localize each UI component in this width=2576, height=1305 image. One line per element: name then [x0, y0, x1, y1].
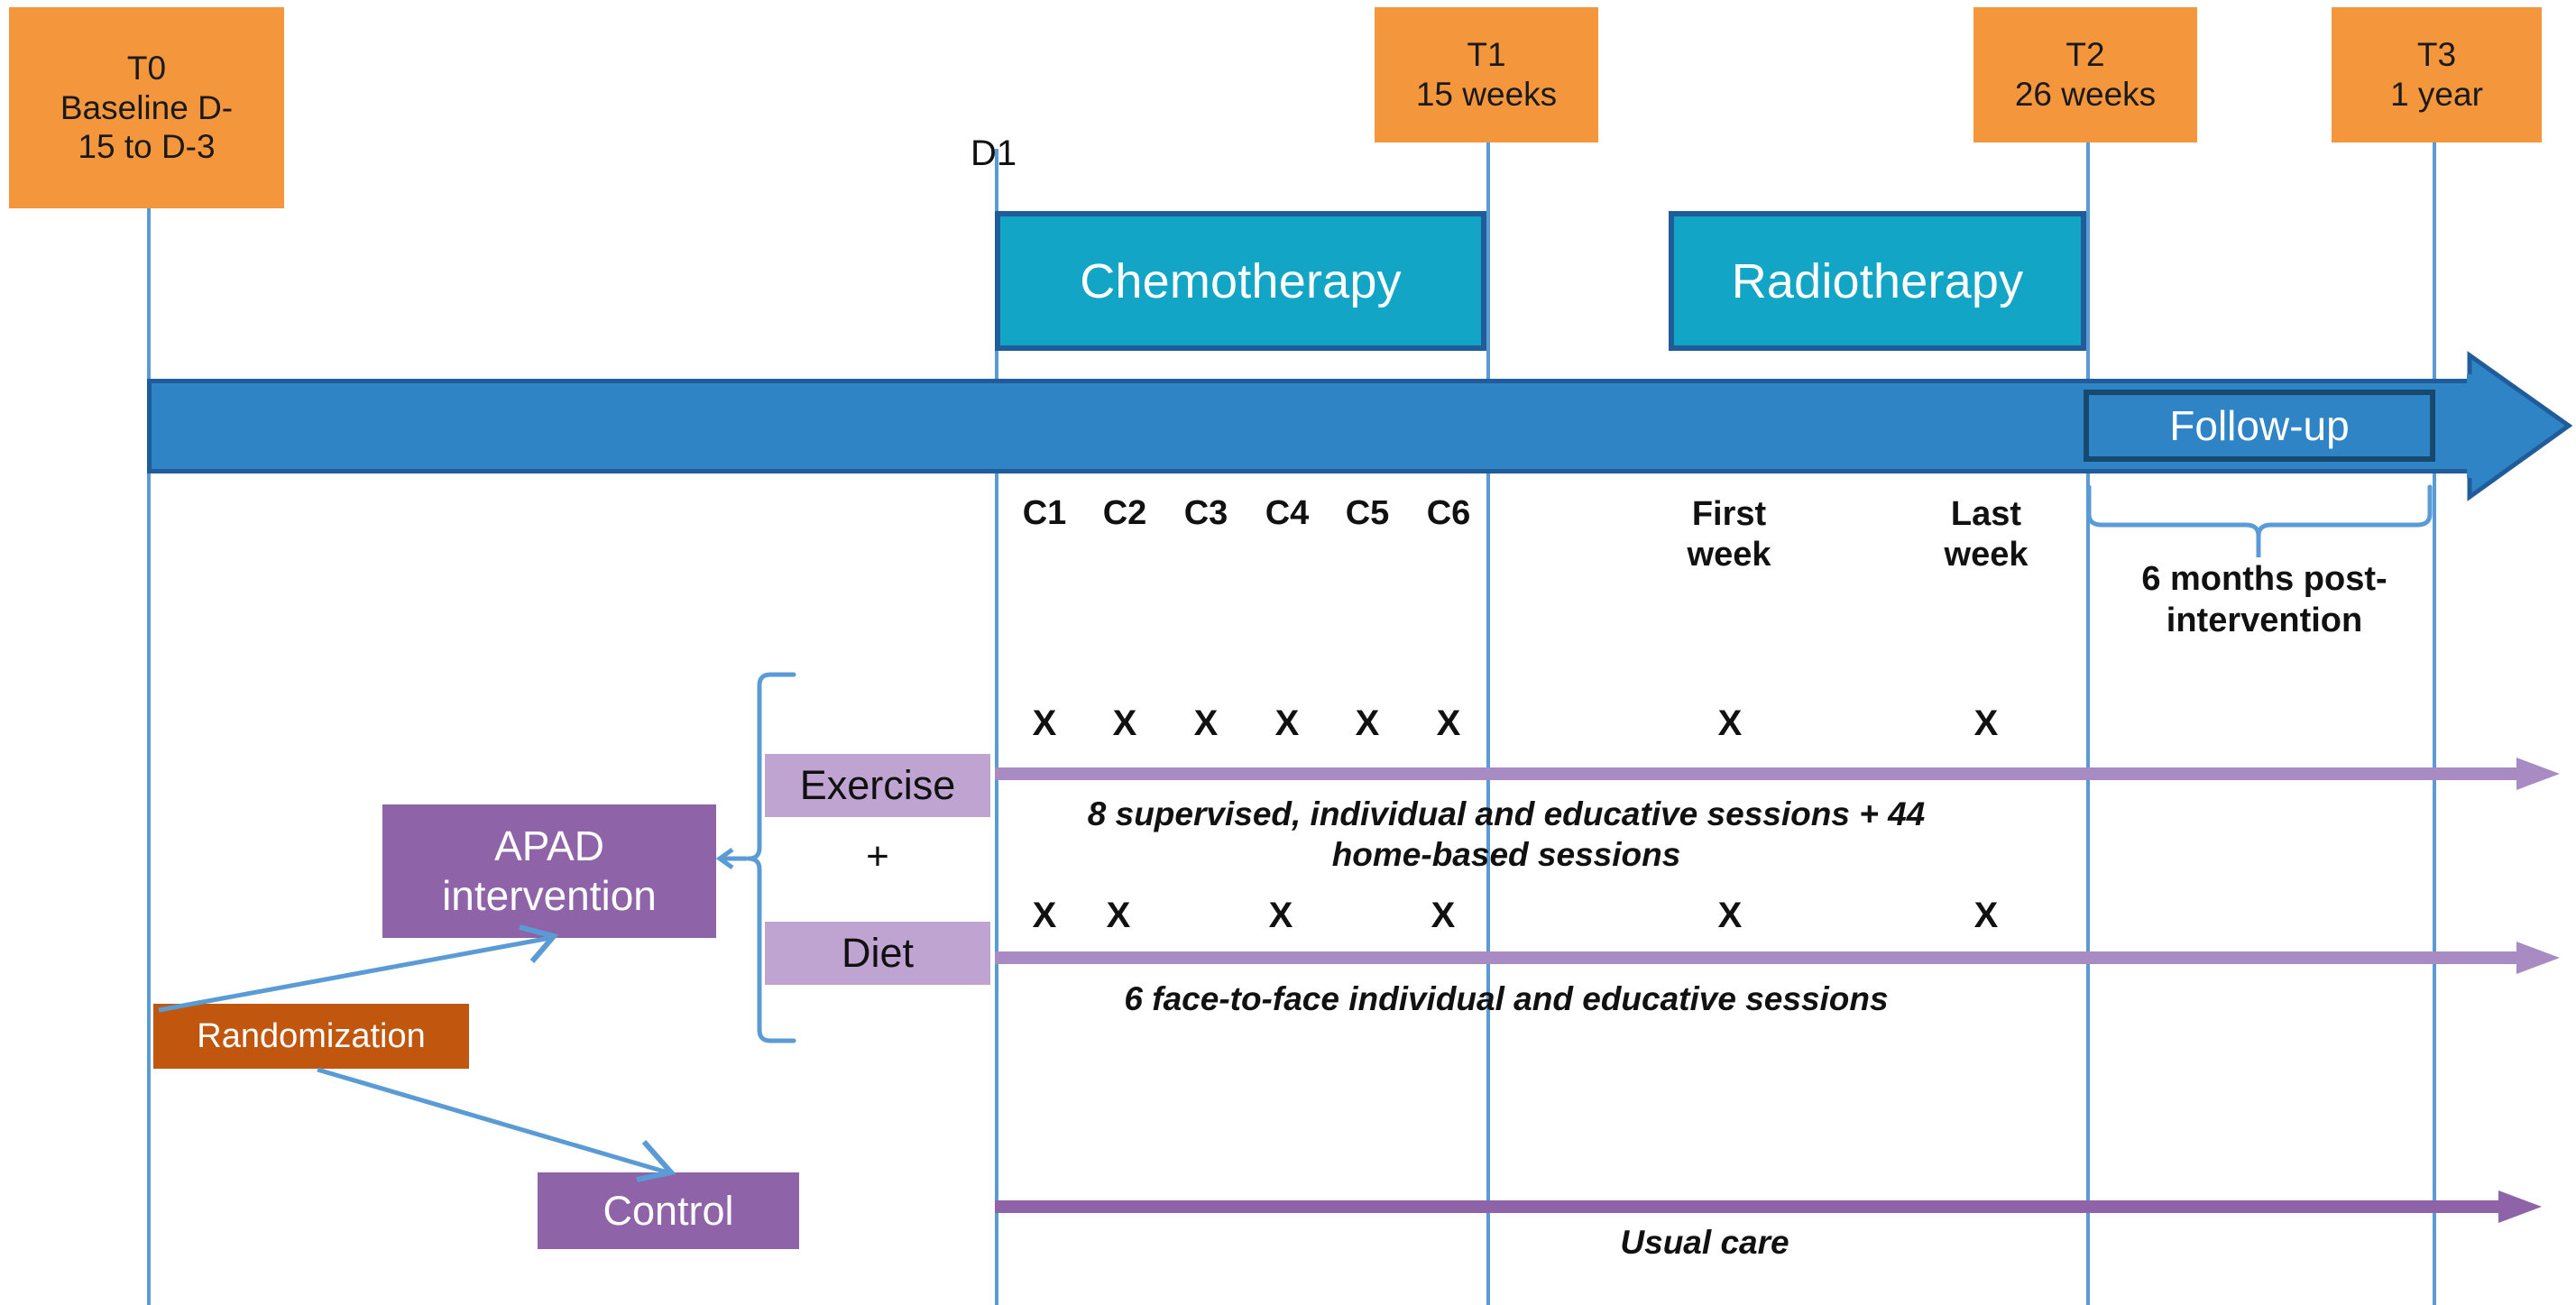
- session-mark-diet-c4: X: [1268, 896, 1293, 935]
- control-box[interactable]: Control: [538, 1172, 799, 1249]
- chemotherapy-box[interactable]: Chemotherapy: [995, 211, 1486, 351]
- timepoint-label-t0: T0: [126, 50, 167, 87]
- exercise-timeline-arrow-head: [2516, 758, 2560, 790]
- guide-line-t3: [2433, 99, 2436, 1305]
- session-mark-exercise-c3: X: [1193, 703, 1219, 743]
- randomization-to-control-line: [317, 1067, 668, 1175]
- timepoint-detail-t3: 1 year: [2390, 76, 2483, 113]
- exercise-caption: 8 supervised, individual and educative s…: [1087, 795, 1926, 874]
- radiotherapy-label: Radiotherapy: [1731, 253, 2024, 308]
- randomization-box[interactable]: Randomization: [153, 1004, 469, 1069]
- randomization-label: Randomization: [197, 1016, 426, 1055]
- session-mark-exercise-c4: X: [1274, 703, 1300, 743]
- arm-box-exercise[interactable]: Exercise: [765, 754, 990, 817]
- timepoint-detail-t1: 15 weeks: [1415, 76, 1558, 113]
- guide-line-t2: [2086, 99, 2090, 1305]
- session-mark-exercise-c1: X: [1032, 703, 1057, 743]
- timepoint-label-t3: T3: [2416, 36, 2457, 74]
- timepoint-detail-t0: Baseline D- 15 to D-3: [60, 88, 234, 166]
- session-mark-exercise-c5: X: [1355, 703, 1380, 743]
- session-mark-diet-c2: X: [1106, 896, 1131, 935]
- session-mark-diet-c1: X: [1032, 896, 1057, 935]
- apad-brace-arrowhead: [715, 847, 734, 870]
- randomization-to-apad-line: [158, 935, 551, 1013]
- follow-up-box[interactable]: Follow-up: [2084, 390, 2435, 462]
- diet-timeline-arrow-head: [2516, 942, 2560, 974]
- apad-intervention-label: APAD intervention: [442, 822, 657, 919]
- guide-line-t1: [1486, 99, 1490, 1305]
- cycle-label-c3: C3: [1183, 494, 1228, 532]
- session-mark-exercise-last-week: X: [1973, 703, 1999, 743]
- radio-week-label-first: First week: [1687, 495, 1771, 574]
- timeline-arrow-head: [2467, 351, 2573, 501]
- post-intervention-brace: [2086, 484, 2433, 538]
- session-mark-diet-first-week: X: [1717, 896, 1743, 935]
- timepoint-label-t1: T1: [1467, 36, 1506, 74]
- cycle-label-c6: C6: [1426, 494, 1471, 532]
- guide-line-d1: [995, 149, 998, 1305]
- timepoint-label-t2: T2: [2065, 36, 2105, 74]
- plus-separator: +: [866, 834, 889, 878]
- radio-week-label-last: Last week: [1944, 495, 2029, 574]
- session-mark-exercise-c2: X: [1112, 703, 1137, 743]
- cycle-label-c1: C1: [1022, 494, 1067, 532]
- timepoint-detail-t2: 26 weeks: [2014, 76, 2157, 113]
- session-mark-diet-c6: X: [1431, 896, 1456, 935]
- arm-label-exercise: Exercise: [799, 762, 956, 808]
- diet-caption: 6 face-to-face individual and educative …: [1124, 980, 1889, 1017]
- session-mark-exercise-first-week: X: [1717, 703, 1743, 743]
- apad-intervention-box[interactable]: APAD intervention: [382, 804, 716, 938]
- cycle-label-c5: C5: [1345, 494, 1390, 532]
- timeline-arrow-body: [147, 379, 2470, 473]
- chemotherapy-label: Chemotherapy: [1080, 253, 1402, 308]
- cycle-label-c2: C2: [1102, 494, 1147, 532]
- arm-label-diet: Diet: [841, 930, 915, 976]
- control-label: Control: [603, 1187, 734, 1234]
- timepoint-box-t0[interactable]: T0 Baseline D- 15 to D-3: [9, 7, 284, 208]
- guide-line-t0: [147, 99, 151, 1305]
- timepoint-box-t2[interactable]: T2 26 weeks: [1973, 7, 2197, 142]
- session-mark-diet-last-week: X: [1973, 896, 1999, 935]
- arm-box-diet[interactable]: Diet: [765, 922, 990, 985]
- timepoint-box-t3[interactable]: T3 1 year: [2332, 7, 2542, 142]
- d1-label: D1: [971, 133, 1017, 173]
- usual-care-caption: Usual care: [1620, 1224, 1789, 1261]
- cycle-label-c4: C4: [1265, 494, 1310, 532]
- session-mark-exercise-c6: X: [1436, 703, 1461, 743]
- timepoint-box-t1[interactable]: T1 15 weeks: [1375, 7, 1598, 142]
- post-intervention-label: 6 months post- intervention: [2141, 560, 2387, 639]
- follow-up-label: Follow-up: [2169, 402, 2350, 449]
- radiotherapy-box[interactable]: Radiotherapy: [1669, 211, 2086, 351]
- usual-care-arrow-head: [2498, 1190, 2542, 1223]
